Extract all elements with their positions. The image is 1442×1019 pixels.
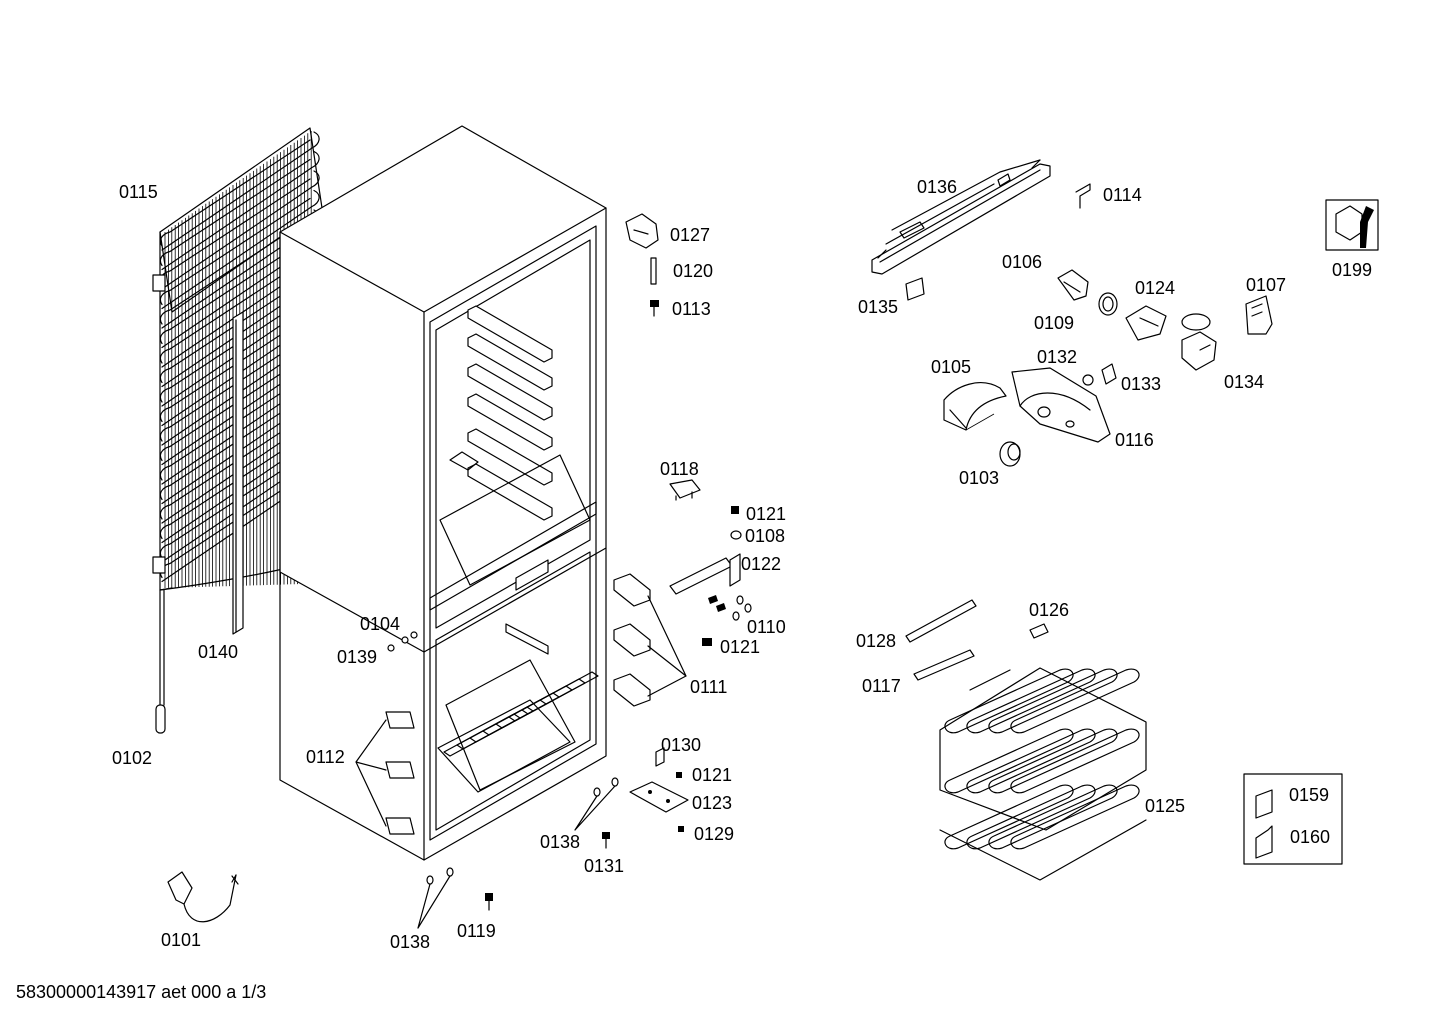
part-label-0106[interactable]: 0106 [1002,252,1043,272]
bracket-0107[interactable] [1245,295,1273,335]
control-panel-strip[interactable] [871,159,1051,275]
washers-0138-bottom[interactable] [417,867,454,929]
part-label-0115[interactable]: 0115 [119,182,158,202]
thermostat-0134[interactable] [1181,313,1217,371]
part-label-0104[interactable]: 0104 [360,614,401,634]
washers-0138-mid[interactable] [574,777,619,831]
screw-0119[interactable] [485,893,493,911]
part-label-0140[interactable]: 0140 [198,642,239,662]
knob-0132[interactable] [1082,374,1094,386]
part-label-0119[interactable]: 0119 [457,921,496,941]
part-label-0160[interactable]: 0160 [1290,827,1331,847]
clip-0133[interactable] [1101,363,1117,385]
bottom-hinge[interactable] [629,747,689,832]
part-label-0133[interactable]: 0133 [1121,374,1162,394]
part-label-0199[interactable]: 0199 [1332,260,1373,280]
part-label-0114[interactable]: 0114 [1103,185,1142,205]
part-label-0113[interactable]: 0113 [672,299,711,319]
part-label-0112[interactable]: 0112 [306,747,345,767]
screw-0131[interactable] [602,832,610,849]
part-label-0132[interactable]: 0132 [1037,347,1078,367]
part-label-0111[interactable]: 0111 [690,677,728,697]
clip-0114[interactable] [1075,183,1091,209]
strip-0117[interactable] [913,649,975,681]
part-label-0126[interactable]: 0126 [1029,600,1070,620]
bulb-0106[interactable] [1057,269,1089,301]
part-label-0138-mid[interactable]: 0138 [540,832,581,852]
part-label-0110[interactable]: 0110 [747,617,786,637]
socket-ring-0109[interactable] [1098,292,1118,316]
freezer-floor-grid [437,671,599,793]
part-label-0108[interactable]: 0108 [745,526,786,546]
part-label-0121-mid[interactable]: 0121 [720,637,761,657]
middle-hinge[interactable] [669,479,752,646]
part-label-0121-top[interactable]: 0121 [746,504,787,524]
spacer-blocks[interactable] [355,711,415,835]
small-screws-0104[interactable] [387,631,418,652]
part-label-0121-bottom[interactable]: 0121 [692,765,733,785]
wrench-tool-icon[interactable] [1325,199,1379,251]
lamp-socket-0124[interactable] [1125,305,1167,341]
part-label-0130[interactable]: 0130 [661,735,702,755]
document-code: 58300000143917 aet 000 a 1/3 [16,982,267,1002]
part-label-0128[interactable]: 0128 [856,631,897,651]
part-label-0159[interactable]: 0159 [1289,785,1330,805]
part-label-0138-bottom[interactable]: 0138 [390,932,431,952]
lamp-housing-0116[interactable] [1011,367,1111,443]
accessory-box [1243,773,1343,865]
plug-0126[interactable] [1029,623,1049,639]
part-label-0129[interactable]: 0129 [694,824,735,844]
cabinet-housing[interactable] [279,125,607,861]
part-label-0123[interactable]: 0123 [692,793,733,813]
part-label-0102[interactable]: 0102 [112,748,153,768]
rod-0128[interactable] [905,599,977,643]
part-label-0118[interactable]: 0118 [660,459,699,479]
part-label-0124[interactable]: 0124 [1135,278,1176,298]
lamp-cover-0105[interactable] [943,382,1007,431]
part-label-0101[interactable]: 0101 [161,930,202,950]
part-label-0131[interactable]: 0131 [584,856,625,876]
part-label-0139[interactable]: 0139 [337,647,378,667]
power-cord[interactable] [167,871,239,923]
condenser-bracket[interactable] [232,311,244,635]
part-label-0103[interactable]: 0103 [959,468,1000,488]
part-label-0135[interactable]: 0135 [858,297,899,317]
part-label-0125[interactable]: 0125 [1145,796,1186,816]
top-hinge-cover[interactable] [625,213,659,317]
part-label-0127[interactable]: 0127 [670,225,711,245]
evaporator-0125[interactable] [939,667,1147,881]
part-label-0120[interactable]: 0120 [673,261,714,281]
part-label-0136[interactable]: 0136 [917,177,958,197]
part-label-0122[interactable]: 0122 [741,554,782,574]
part-label-0109[interactable]: 0109 [1034,313,1075,333]
door-rails[interactable] [613,573,687,707]
part-label-0134[interactable]: 0134 [1224,372,1265,392]
part-label-0107[interactable]: 0107 [1246,275,1287,295]
knob-0103[interactable] [999,441,1021,467]
part-label-0105[interactable]: 0105 [931,357,972,377]
clip-0135[interactable] [905,277,925,301]
part-label-0116[interactable]: 0116 [1115,430,1154,450]
part-label-0117[interactable]: 0117 [862,676,901,696]
